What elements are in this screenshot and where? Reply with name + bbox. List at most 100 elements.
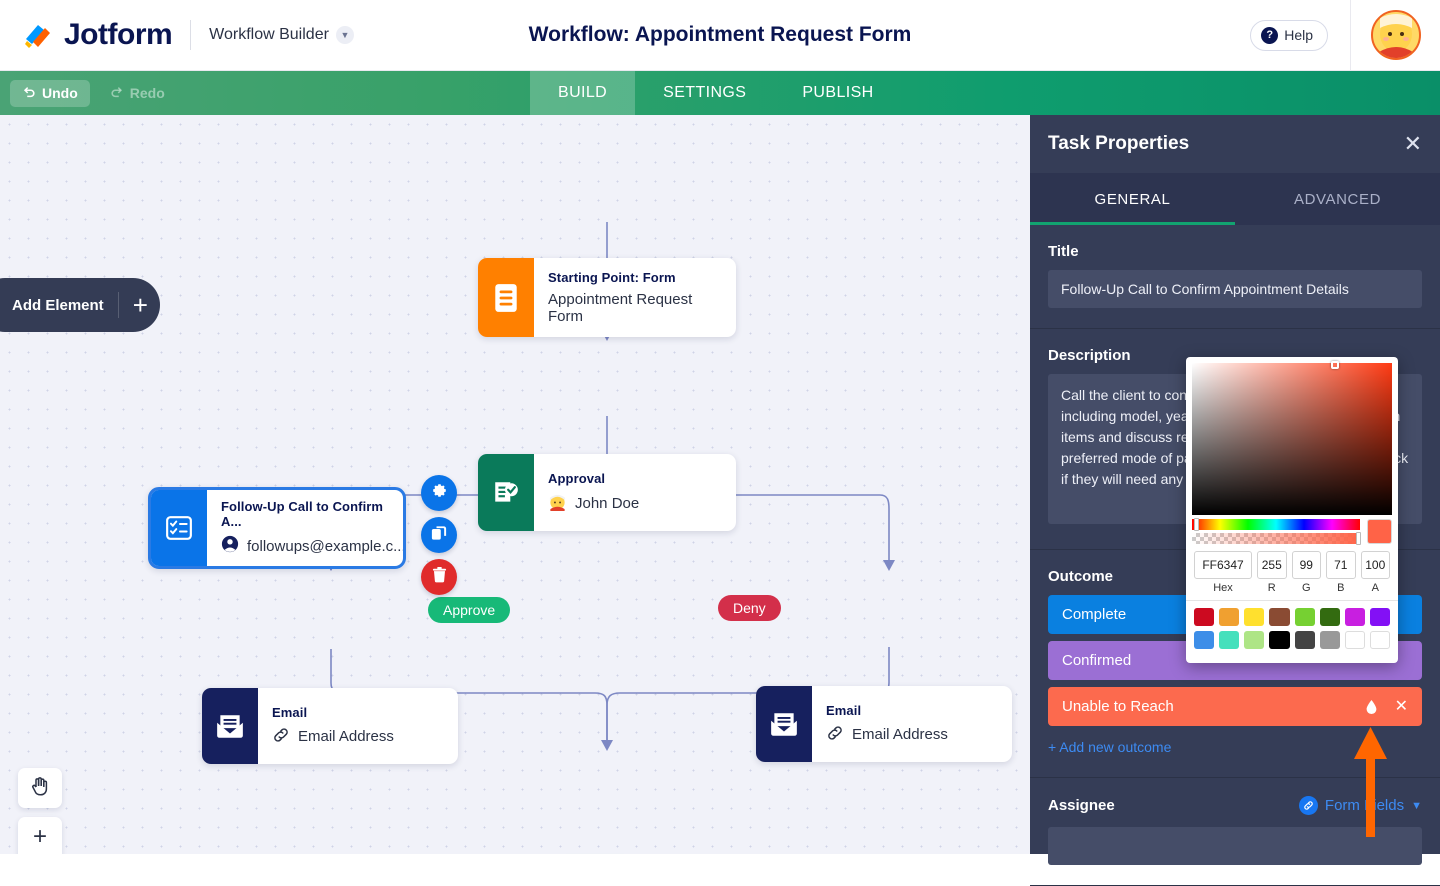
hue-thumb[interactable] <box>1194 518 1199 531</box>
node-starting-point[interactable]: Starting Point: Form Appointment Request… <box>478 258 736 337</box>
node-settings-button[interactable] <box>421 475 457 511</box>
gear-icon <box>431 482 448 504</box>
tab-settings[interactable]: SETTINGS <box>663 84 747 101</box>
link-icon <box>272 726 290 748</box>
link-icon <box>1298 796 1318 815</box>
g-caption: G <box>1301 582 1311 594</box>
node-subtitle-row: Email Address <box>272 726 394 748</box>
color-swatch[interactable] <box>1369 631 1390 649</box>
brand-logo[interactable]: Jotform <box>0 18 173 52</box>
alpha-thumb[interactable] <box>1356 532 1361 545</box>
r-field: R <box>1257 551 1287 594</box>
color-preview-swatch <box>1367 519 1392 544</box>
hue-slider[interactable] <box>1192 518 1360 531</box>
tab-general[interactable]: GENERAL <box>1030 173 1235 225</box>
envelope-icon <box>756 686 812 762</box>
action-bar: Undo Redo BUILD SETTINGS PUBLISH <box>0 71 1440 115</box>
outcome-item-unable-to-reach[interactable]: Unable to Reach ✕ <box>1048 687 1422 726</box>
form-fields-dropdown[interactable]: Form Fields ▼ <box>1298 796 1422 815</box>
a-caption: A <box>1371 582 1379 594</box>
divider <box>1186 600 1398 601</box>
color-swatch[interactable] <box>1219 631 1240 649</box>
outcome-remove-icon[interactable]: ✕ <box>1394 697 1408 715</box>
a-field: A <box>1360 551 1390 594</box>
branch-label-deny[interactable]: Deny <box>718 595 781 621</box>
copy-icon <box>431 525 447 546</box>
chevron-down-icon[interactable]: ▼ <box>335 26 354 44</box>
color-picker-popup[interactable]: Hex R G B A <box>1186 357 1398 663</box>
redo-arrow-icon <box>110 85 124 102</box>
workflow-canvas[interactable]: Add Element + Starting Point: Form Appoi… <box>0 115 1030 854</box>
title-input[interactable] <box>1048 270 1422 308</box>
panel-title: Task Properties <box>1048 133 1190 154</box>
b-input[interactable] <box>1326 551 1356 579</box>
product-selector[interactable]: Workflow Builder ▼ <box>209 26 354 44</box>
node-title: Follow-Up Call to Confirm A... <box>221 499 384 529</box>
color-swatch[interactable] <box>1244 608 1265 626</box>
color-swatch[interactable] <box>1244 631 1265 649</box>
tab-publish[interactable]: PUBLISH <box>802 84 874 101</box>
slider-bars <box>1192 518 1361 545</box>
panel-header: Task Properties ✕ <box>1030 115 1440 173</box>
zoom-in-button[interactable]: + <box>32 823 47 851</box>
r-input[interactable] <box>1257 551 1287 579</box>
add-element-button[interactable]: Add Element + <box>0 278 160 332</box>
color-swatch[interactable] <box>1269 631 1290 649</box>
color-swatch[interactable] <box>1269 608 1290 626</box>
node-text: Approval John Doe <box>534 454 653 531</box>
envelope-icon <box>202 688 258 764</box>
a-input[interactable] <box>1360 551 1390 579</box>
node-approval[interactable]: Approval John Doe <box>478 454 736 531</box>
alpha-slider[interactable] <box>1192 532 1361 545</box>
undo-label: Undo <box>42 85 78 101</box>
close-icon[interactable]: ✕ <box>1403 131 1422 156</box>
color-swatch[interactable] <box>1319 608 1340 626</box>
saturation-handle[interactable] <box>1331 361 1339 369</box>
help-button[interactable]: ? Help <box>1250 19 1328 51</box>
branch-label-approve[interactable]: Approve <box>428 597 511 623</box>
node-title: Email <box>826 702 862 718</box>
color-swatch[interactable] <box>1194 631 1215 649</box>
node-delete-button[interactable] <box>421 559 457 595</box>
outcome-label-text: Unable to Reach <box>1062 698 1174 715</box>
redo-button[interactable]: Redo <box>98 80 177 107</box>
outcome-actions: ✕ <box>1366 697 1408 715</box>
color-swatch[interactable] <box>1344 608 1365 626</box>
panel-tabs: GENERAL ADVANCED <box>1030 173 1440 225</box>
node-duplicate-button[interactable] <box>421 517 457 553</box>
node-text: Follow-Up Call to Confirm A... followups… <box>207 490 406 566</box>
node-subtitle: followups@example.c... <box>247 537 406 555</box>
undo-button[interactable]: Undo <box>10 79 90 107</box>
node-subtitle: John Doe <box>575 494 640 512</box>
color-swatch[interactable] <box>1294 608 1315 626</box>
form-fields-label: Form Fields <box>1324 797 1405 814</box>
outcome-label-text: Confirmed <box>1062 652 1132 669</box>
node-task-followup[interactable]: Follow-Up Call to Confirm A... followups… <box>148 487 406 569</box>
avatar-container[interactable] <box>1350 0 1440 71</box>
hex-caption: Hex <box>1213 582 1233 594</box>
color-swatch[interactable] <box>1344 631 1365 649</box>
color-swatch[interactable] <box>1219 608 1240 626</box>
trash-icon <box>432 566 447 588</box>
add-new-outcome-link[interactable]: + Add new outcome <box>1048 739 1172 755</box>
form-document-icon <box>478 258 534 337</box>
pan-tool-button[interactable] <box>18 768 62 808</box>
node-email-deny[interactable]: Email Email Address <box>756 686 1012 762</box>
color-swatch[interactable] <box>1319 631 1340 649</box>
tab-build[interactable]: BUILD <box>530 71 636 115</box>
hex-input[interactable] <box>1194 551 1252 579</box>
droplet-icon[interactable] <box>1366 699 1377 714</box>
node-email-approve[interactable]: Email Email Address <box>202 688 458 764</box>
color-swatch[interactable] <box>1194 608 1215 626</box>
color-swatch[interactable] <box>1369 608 1390 626</box>
preset-swatches <box>1192 601 1392 649</box>
outcome-label: Outcome <box>1048 568 1114 585</box>
assignee-section: Assignee Form Fields ▼ <box>1030 778 1440 886</box>
assignee-input[interactable] <box>1048 827 1422 865</box>
saturation-value-area[interactable] <box>1192 361 1392 515</box>
color-swatch[interactable] <box>1294 631 1315 649</box>
tab-advanced[interactable]: ADVANCED <box>1293 190 1382 208</box>
assignee-header: Assignee Form Fields ▼ <box>1048 796 1422 815</box>
avatar[interactable] <box>1370 10 1421 60</box>
g-input[interactable] <box>1291 551 1321 579</box>
